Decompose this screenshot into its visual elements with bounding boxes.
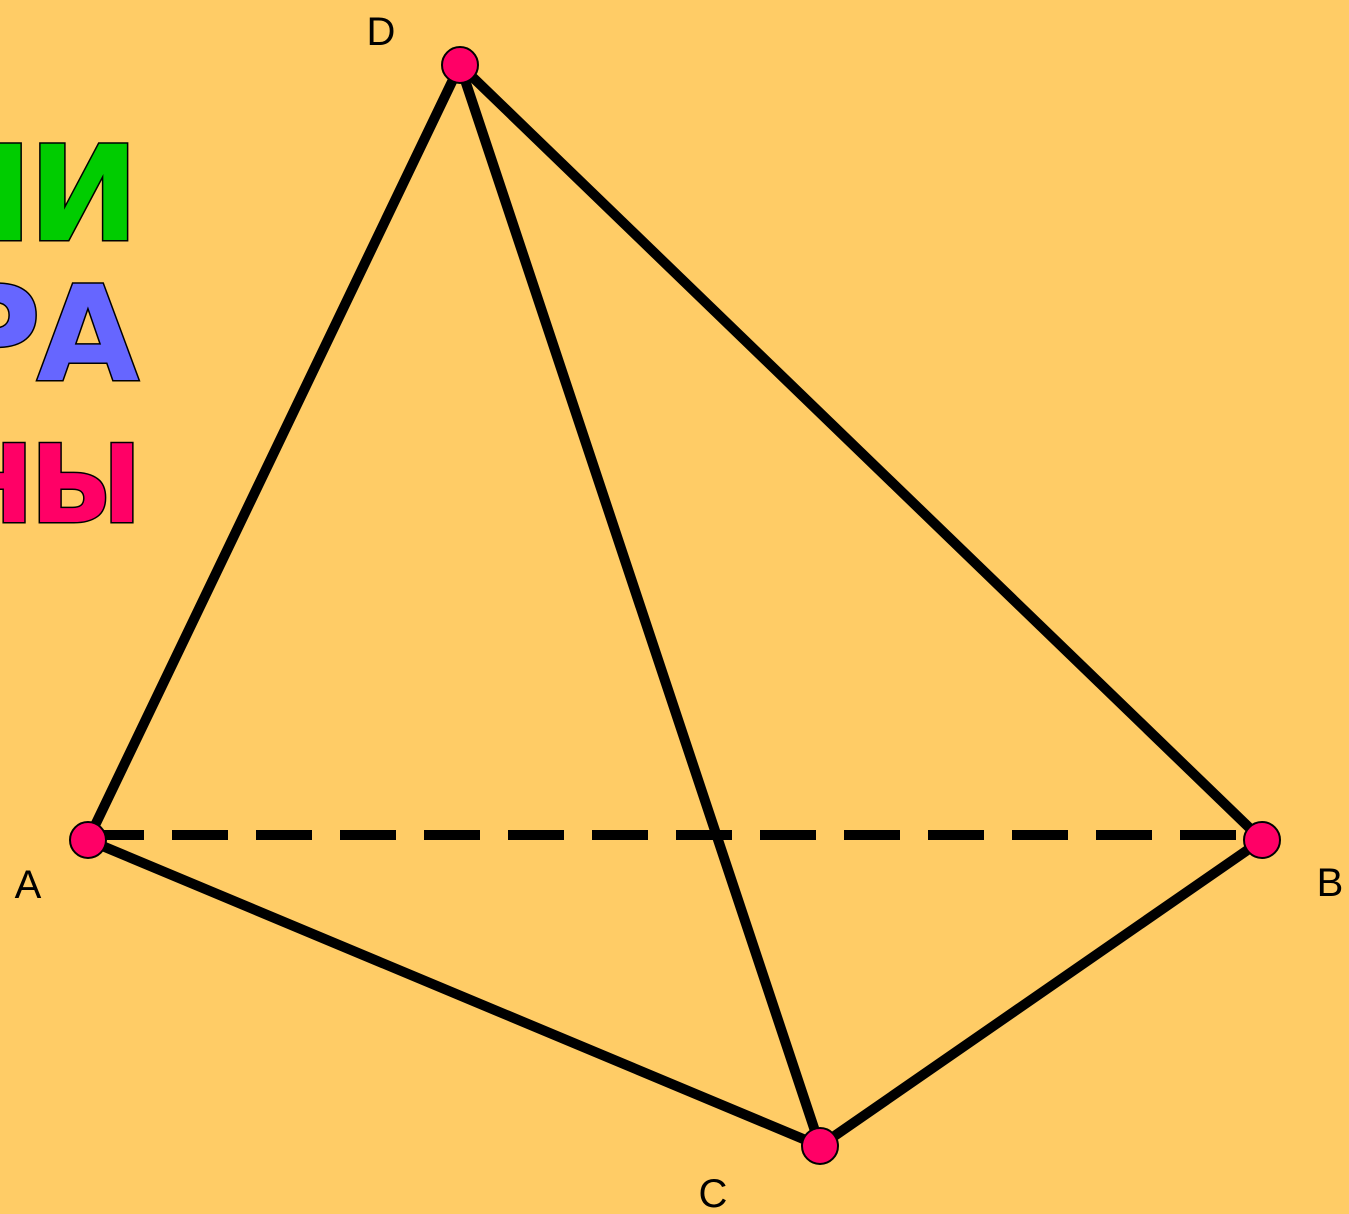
edge-ad — [83, 60, 465, 845]
vertex-b-label: B — [1317, 861, 1344, 905]
title-word-3: ИНЫ — [0, 423, 138, 548]
vertex-d-label: D — [367, 10, 396, 54]
edge-dc — [455, 60, 825, 1151]
edge-bc — [815, 835, 1267, 1151]
vertex-a-point — [69, 821, 107, 859]
vertex-c-point — [801, 1127, 839, 1165]
title-word-2: РА — [0, 258, 139, 412]
edge-ac — [83, 835, 825, 1151]
title-word-1: НИ — [0, 118, 135, 272]
edge-db — [455, 60, 1267, 845]
vertex-d-point — [441, 46, 479, 84]
vertex-c-label: C — [699, 1172, 728, 1214]
vertex-a-label: A — [15, 863, 42, 907]
vertex-b-point — [1243, 821, 1281, 859]
